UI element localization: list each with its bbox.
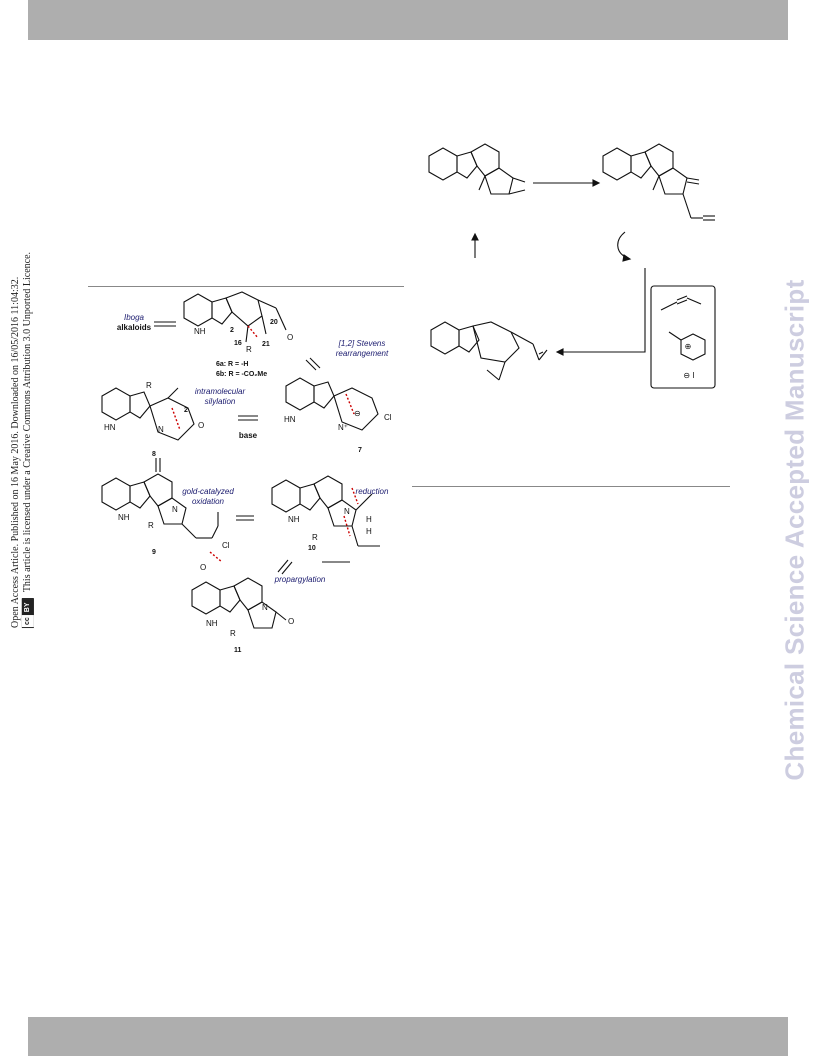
label-hn-8: HN — [104, 423, 116, 432]
label-o-8: O — [198, 421, 204, 430]
reduction-note: reduction — [356, 487, 389, 496]
label-h-10b: H — [366, 527, 372, 536]
label-n-10: N — [344, 507, 350, 516]
stevens-note-2: rearrangement — [336, 349, 389, 358]
label-n-11: N — [262, 603, 268, 612]
cpd-6a: 6a: R = -H — [216, 361, 248, 368]
cpd-11: 11 — [234, 647, 242, 654]
structure-b — [602, 143, 715, 221]
label-nh-6: NH — [194, 327, 206, 336]
label-r-9: R — [148, 521, 154, 530]
arrow-to-c — [561, 268, 646, 353]
open-access-notice: Open Access Article. Published on 16 May… — [9, 251, 34, 629]
structure-10 — [271, 475, 380, 563]
cc-label: cc — [21, 615, 34, 628]
cpd-6b: 6b: R = -CO₂Me — [216, 371, 267, 378]
label-c21: 21 — [262, 341, 270, 348]
structure-c — [430, 321, 548, 381]
label-nh-9: NH — [118, 513, 130, 522]
label-r-11: R — [230, 629, 236, 638]
scheme-rule-left — [88, 286, 404, 287]
label-c16: 16 — [234, 340, 242, 347]
label-nh-10: NH — [288, 515, 300, 524]
notice-line-1: Open Access Article. Published on 16 May… — [9, 276, 21, 629]
cc-by-badge[interactable]: cc BY — [21, 598, 34, 629]
label-c20: 20 — [270, 319, 278, 326]
label-minus-7: ⊖ — [354, 409, 361, 418]
structure-7 — [285, 377, 379, 431]
stevens-note-1: [1,2] Stevens — [338, 339, 386, 348]
curved-arrow — [617, 231, 628, 259]
label-o-6: O — [287, 333, 293, 342]
silylation-note-2: silylation — [205, 397, 236, 406]
licence-text[interactable]: This article is licensed under a Creativ… — [22, 251, 34, 593]
footer-bar — [28, 1017, 788, 1056]
cpd-10: 10 — [308, 545, 316, 552]
label-n-8: N — [158, 425, 164, 434]
iboga-alkaloids: alkaloids — [117, 323, 152, 332]
cpd-8: 8 — [152, 451, 156, 458]
label-h-10a: H — [366, 515, 372, 524]
cpd-7: 7 — [358, 447, 362, 454]
label-n-plus-7: N⁺ — [338, 423, 348, 432]
iboga-name: Iboga — [124, 313, 145, 322]
cpd-9: 9 — [152, 549, 156, 556]
retro-arrow-2 — [305, 359, 317, 371]
label-r-8: R — [146, 381, 152, 390]
label-r-6: R — [246, 345, 252, 354]
gold-note-2: oxidation — [192, 497, 225, 506]
label-o-9: O — [200, 563, 206, 572]
scheme-rule-right — [412, 486, 730, 487]
structure-6 — [183, 291, 287, 343]
base-label: base — [239, 431, 258, 440]
watermark-text: Chemical Science Accepted Manuscript — [779, 279, 810, 781]
label-n-9: N — [172, 505, 178, 514]
notice-line-2: cc BY This article is licensed under a C… — [21, 251, 34, 629]
silylation-note-1: intramolecular — [195, 387, 246, 396]
label-hn-7: HN — [284, 415, 296, 424]
label-cl-9: Cl — [222, 541, 230, 550]
label-nh-11: NH — [206, 619, 218, 628]
label-o-11: O — [288, 617, 294, 626]
header-bar — [28, 0, 788, 40]
structure-a — [428, 143, 526, 195]
propargylation-note: propargylation — [274, 575, 326, 584]
retro-arrow-6 — [277, 559, 289, 573]
gold-note-1: gold-catalyzed — [182, 487, 234, 496]
disconnection-marks — [171, 325, 359, 563]
label-cl-7: Cl — [384, 413, 392, 422]
synthesis-scheme-top: ⊕ ⊖ I — [428, 143, 716, 389]
retrosynthesis-scheme: Iboga alkaloids NH 2 16 21 20 R O 6a: R … — [101, 291, 392, 654]
plus-charge: ⊕ — [685, 342, 692, 351]
label-c2-8: 2 — [184, 407, 188, 414]
structure-9 — [101, 473, 219, 539]
by-label: BY — [21, 599, 34, 616]
structure-11 — [191, 577, 287, 629]
structure-8 — [101, 387, 195, 441]
iodide-label: ⊖ I — [683, 371, 694, 380]
label-r-10: R — [312, 533, 318, 542]
reagent-box — [650, 285, 716, 389]
label-c2: 2 — [230, 327, 234, 334]
